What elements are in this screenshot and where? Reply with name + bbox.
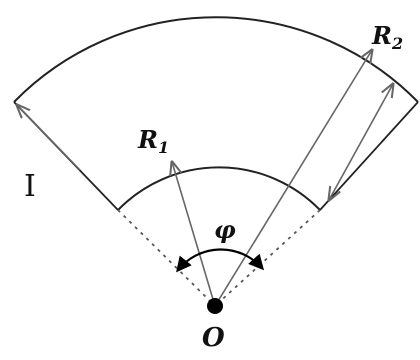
r2-label-main: R	[371, 21, 392, 50]
radial-thickness-arrow	[329, 84, 393, 200]
r1-label-sub: 1	[158, 138, 169, 157]
r1-label-main: R	[137, 125, 158, 154]
center-point	[207, 298, 223, 314]
current-arrow	[17, 105, 81, 171]
center-label: O	[202, 323, 225, 353]
r1-radius-arrow	[172, 162, 216, 307]
outer-arc	[13, 16, 419, 103]
current-label: I	[24, 169, 36, 204]
inner-arc	[117, 166, 321, 211]
r1-label: R1	[137, 125, 169, 157]
angle-phi-arc	[176, 248, 265, 273]
r2-label: R2	[371, 21, 403, 53]
angle-phi-label: φ	[214, 215, 236, 244]
r2-label-sub: 2	[391, 34, 403, 53]
left-dotted-extension	[117, 209, 216, 307]
right-side-segment	[319, 101, 419, 211]
